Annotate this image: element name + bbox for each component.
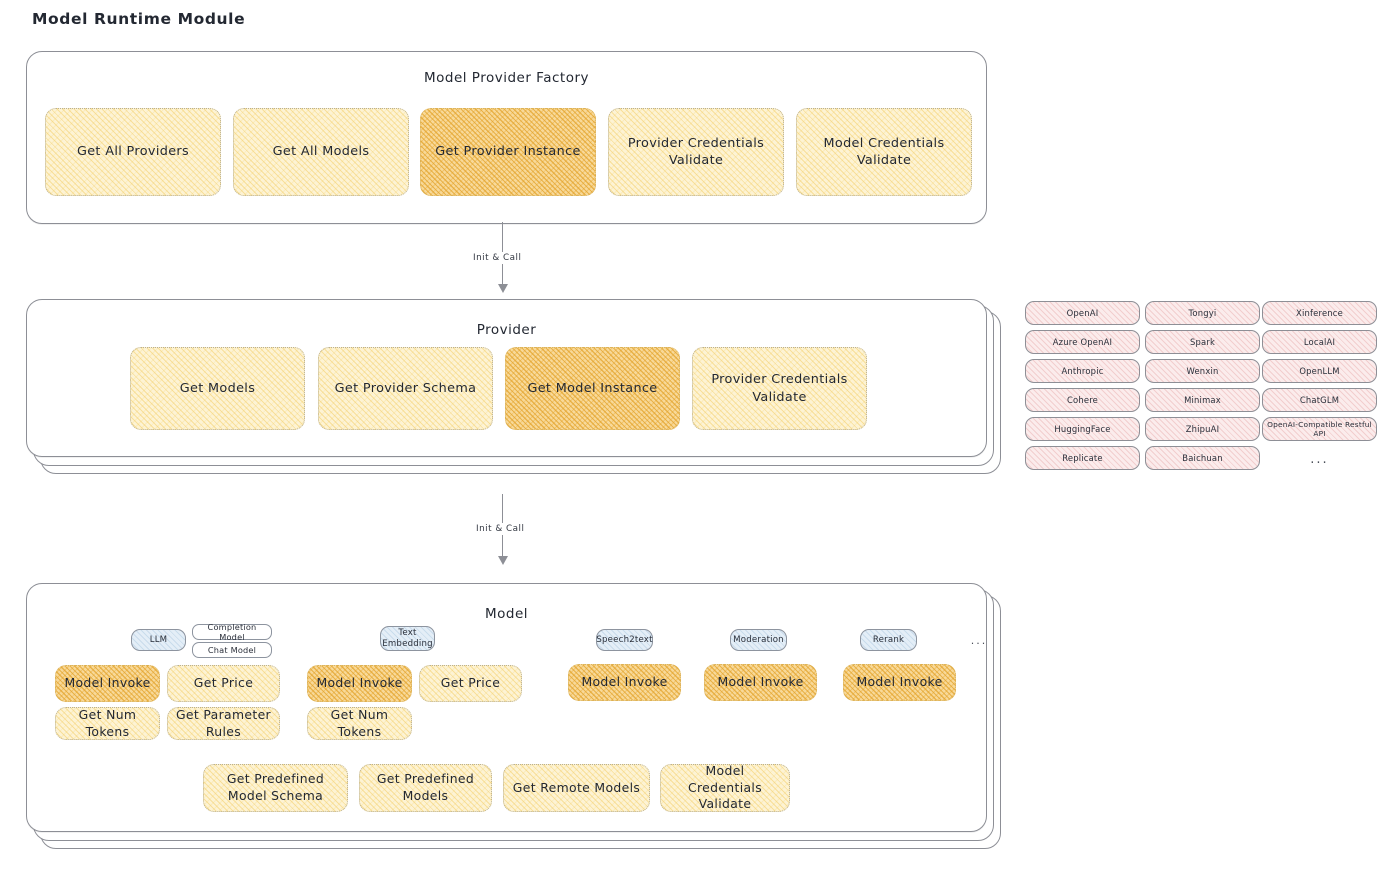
node-speech2text-model-invoke[interactable]: Model Invoke (568, 664, 681, 701)
page-title: Model Runtime Module (32, 10, 246, 28)
provider-panel: Provider Get Models Get Provider Schema … (26, 299, 987, 457)
node-llm-get-parameter-rules[interactable]: Get Parameter Rules (167, 707, 280, 740)
model-subchip-chat-model[interactable]: Chat Model (192, 642, 272, 658)
provider-chip-zhipuai[interactable]: ZhipuAI (1145, 417, 1260, 441)
provider-chip-openai[interactable]: OpenAI (1025, 301, 1140, 325)
node-llm-get-price[interactable]: Get Price (167, 665, 280, 702)
model-type-chip-speech2text[interactable]: Speech2text (596, 629, 653, 651)
model-type-chip-llm[interactable]: LLM (131, 629, 186, 651)
provider-chip-openllm[interactable]: OpenLLM (1262, 359, 1377, 383)
arrow-factory-to-provider-head (498, 284, 508, 293)
node-get-provider-instance[interactable]: Get Provider Instance (420, 108, 596, 196)
model-provider-factory-panel: Model Provider Factory Get All Providers… (26, 51, 987, 224)
node-get-models[interactable]: Get Models (130, 347, 305, 430)
model-provider-factory-title: Model Provider Factory (423, 70, 589, 86)
provider-chip-replicate[interactable]: Replicate (1025, 446, 1140, 470)
provider-chip-chatglm[interactable]: ChatGLM (1262, 388, 1377, 412)
model-panel: Model LLM Completion Model Chat Model Mo… (26, 583, 987, 832)
node-text-embedding-get-num-tokens[interactable]: Get Num Tokens (307, 707, 412, 740)
node-text-embedding-get-price[interactable]: Get Price (419, 665, 522, 702)
node-llm-model-invoke[interactable]: Model Invoke (55, 665, 160, 702)
node-provider-credentials-validate[interactable]: Provider Credentials Validate (608, 108, 784, 196)
node-get-predefined-models[interactable]: Get Predefined Models (359, 764, 492, 812)
model-subchip-completion-model[interactable]: Completion Model (192, 622, 272, 642)
node-get-all-providers[interactable]: Get All Providers (45, 108, 221, 196)
provider-chip-cohere[interactable]: Cohere (1025, 388, 1140, 412)
provider-chip-localai[interactable]: LocalAI (1262, 330, 1377, 354)
node-provider-credentials-validate-2[interactable]: Provider Credentials Validate (692, 347, 867, 430)
provider-chip-huggingface[interactable]: HuggingFace (1025, 417, 1140, 441)
node-moderation-model-invoke[interactable]: Model Invoke (704, 664, 817, 701)
node-llm-get-num-tokens[interactable]: Get Num Tokens (55, 707, 160, 740)
node-get-model-instance[interactable]: Get Model Instance (505, 347, 680, 430)
provider-chip-wenxin[interactable]: Wenxin (1145, 359, 1260, 383)
model-types-more-ellipsis: ... (970, 633, 988, 647)
node-get-provider-schema[interactable]: Get Provider Schema (318, 347, 493, 430)
provider-chip-xinference[interactable]: Xinference (1262, 301, 1377, 325)
node-get-all-models[interactable]: Get All Models (233, 108, 409, 196)
provider-chip-minimax[interactable]: Minimax (1145, 388, 1260, 412)
node-model-credentials-validate-2[interactable]: Model Credentials Validate (660, 763, 790, 812)
node-get-predefined-model-schema[interactable]: Get Predefined Model Schema (203, 764, 348, 812)
node-model-credentials-validate[interactable]: Model Credentials Validate (796, 108, 972, 196)
arrow-provider-to-model-head (498, 556, 508, 565)
arrow-label-init-call-1: Init & Call (469, 252, 526, 264)
provider-chip-anthropic[interactable]: Anthropic (1025, 359, 1140, 383)
node-text-embedding-model-invoke[interactable]: Model Invoke (307, 665, 412, 702)
provider-chip-azure-openai[interactable]: Azure OpenAI (1025, 330, 1140, 354)
provider-chip-tongyi[interactable]: Tongyi (1145, 301, 1260, 325)
provider-chip-baichuan[interactable]: Baichuan (1145, 446, 1260, 470)
model-type-chip-moderation[interactable]: Moderation (730, 629, 787, 651)
provider-title: Provider (476, 322, 537, 338)
node-get-remote-models[interactable]: Get Remote Models (503, 764, 650, 812)
model-title: Model (484, 606, 529, 622)
node-rerank-model-invoke[interactable]: Model Invoke (843, 664, 956, 701)
model-type-chip-text-embedding[interactable]: Text Embedding (380, 626, 435, 651)
provider-list-more-ellipsis: ... (1310, 451, 1329, 467)
provider-chip-spark[interactable]: Spark (1145, 330, 1260, 354)
provider-chip-openai-compatible-restful-api[interactable]: OpenAI-Compatible Restful API (1262, 417, 1377, 441)
arrow-label-init-call-2: Init & Call (472, 523, 529, 535)
model-type-chip-rerank[interactable]: Rerank (860, 629, 917, 651)
